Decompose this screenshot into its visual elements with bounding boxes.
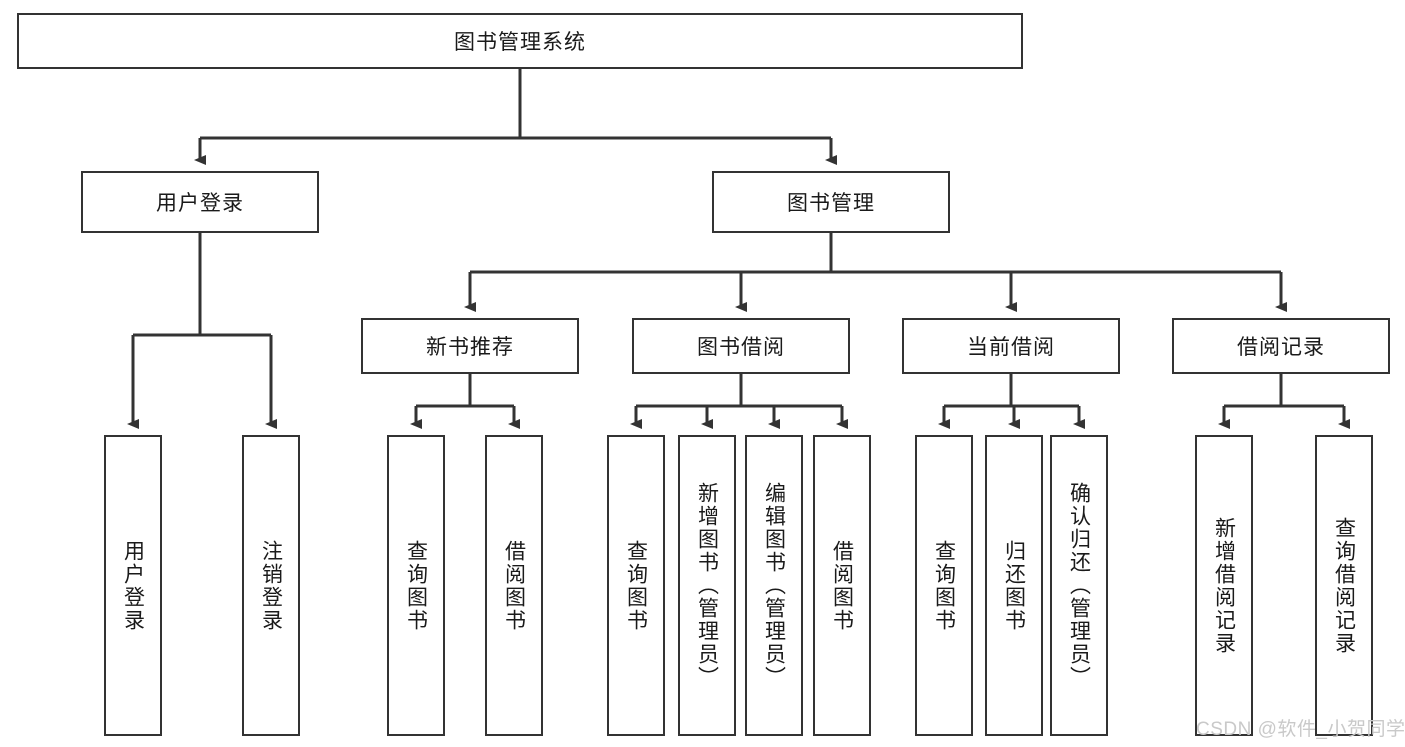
node-borrow-records[interactable]: 借阅记录 bbox=[1172, 318, 1390, 374]
node-leaf-add-book-admin[interactable]: 新增图书（管理员） bbox=[678, 435, 736, 736]
node-label: 新书推荐 bbox=[426, 336, 514, 359]
node-leaf-confirm-return-admin[interactable]: 确认归还（管理员） bbox=[1050, 435, 1108, 736]
node-label: 图书管理 bbox=[787, 192, 875, 215]
node-label: 借阅记录 bbox=[1237, 336, 1325, 359]
node-label: 新增借阅记录 bbox=[1212, 516, 1236, 655]
node-label: 当前借阅 bbox=[967, 336, 1055, 359]
node-leaf-add-borrow-record[interactable]: 新增借阅记录 bbox=[1195, 435, 1253, 736]
node-label: 确认归还（管理员） bbox=[1067, 482, 1091, 689]
node-leaf-edit-book-admin[interactable]: 编辑图书（管理员） bbox=[745, 435, 803, 736]
node-leaf-query-book-2[interactable]: 查询图书 bbox=[607, 435, 665, 736]
node-leaf-logout[interactable]: 注销登录 bbox=[242, 435, 300, 736]
node-user-login[interactable]: 用户登录 bbox=[81, 171, 319, 233]
node-label: 借阅图书 bbox=[830, 539, 854, 632]
node-label: 新增图书（管理员） bbox=[695, 482, 719, 689]
node-leaf-borrow-book-2[interactable]: 借阅图书 bbox=[813, 435, 871, 736]
node-label: 归还图书 bbox=[1002, 539, 1026, 632]
node-leaf-query-book-3[interactable]: 查询图书 bbox=[915, 435, 973, 736]
node-label: 图书管理系统 bbox=[454, 31, 586, 54]
node-label: 查询图书 bbox=[624, 539, 648, 632]
node-label: 图书借阅 bbox=[697, 336, 785, 359]
node-new-book-recommend[interactable]: 新书推荐 bbox=[361, 318, 579, 374]
node-leaf-return-book[interactable]: 归还图书 bbox=[985, 435, 1043, 736]
node-book-management-system[interactable]: 图书管理系统 bbox=[17, 13, 1023, 69]
node-leaf-user-login[interactable]: 用户登录 bbox=[104, 435, 162, 736]
node-label: 查询图书 bbox=[932, 539, 956, 632]
node-book-borrow[interactable]: 图书借阅 bbox=[632, 318, 850, 374]
node-leaf-query-borrow-record[interactable]: 查询借阅记录 bbox=[1315, 435, 1373, 736]
node-label: 注销登录 bbox=[259, 539, 283, 632]
node-label: 用户登录 bbox=[156, 192, 244, 215]
node-label: 编辑图书（管理员） bbox=[762, 482, 786, 689]
node-current-borrow[interactable]: 当前借阅 bbox=[902, 318, 1120, 374]
node-label: 查询借阅记录 bbox=[1332, 516, 1356, 655]
node-leaf-query-book-1[interactable]: 查询图书 bbox=[387, 435, 445, 736]
node-leaf-borrow-book-1[interactable]: 借阅图书 bbox=[485, 435, 543, 736]
csdn-watermark: CSDN @软件_小贺同学 bbox=[1196, 719, 1405, 740]
node-label: 借阅图书 bbox=[502, 539, 526, 632]
node-label: 用户登录 bbox=[121, 539, 145, 632]
node-book-management[interactable]: 图书管理 bbox=[712, 171, 950, 233]
node-label: 查询图书 bbox=[404, 539, 428, 632]
